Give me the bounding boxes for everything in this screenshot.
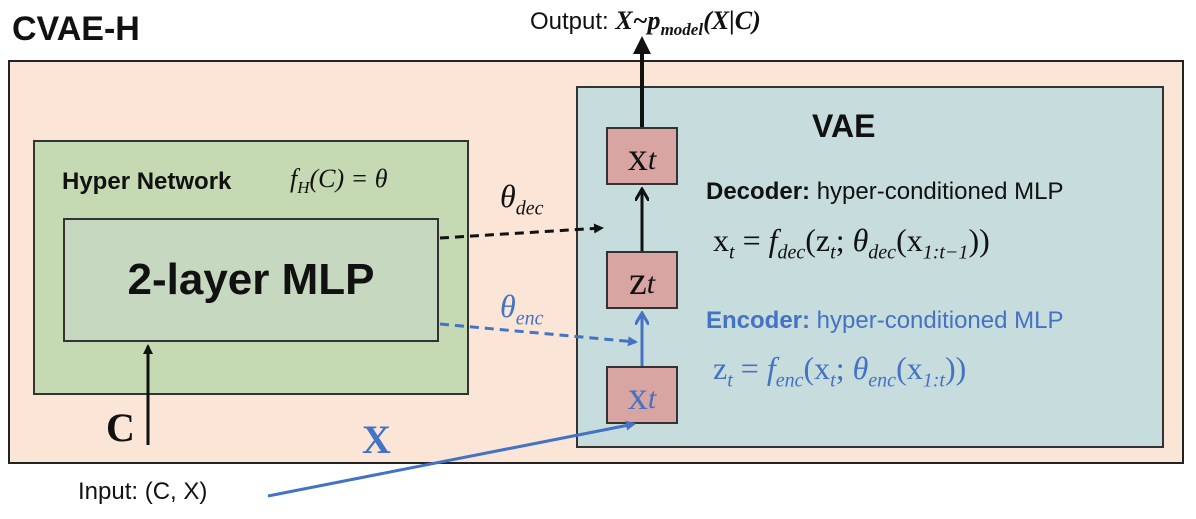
decoder-label: Decoder: hyper-conditioned MLP — [706, 178, 1064, 205]
output-formula: X~pmodel(X|C) — [615, 6, 761, 40]
vae-title: VAE — [812, 108, 876, 144]
hyper-network-title: Hyper Network — [62, 168, 232, 195]
condition-c-label: C — [106, 405, 135, 450]
theta-enc-label: θenc — [500, 288, 544, 330]
encoder-label: Encoder: hyper-conditioned MLP — [706, 307, 1064, 334]
input-x-label: X — [362, 417, 391, 462]
theta-enc-arrow — [439, 322, 638, 347]
output-label: Output: X~pmodel(X|C) — [530, 6, 761, 40]
hyper-network-formula: fH(C) = θ — [290, 164, 388, 198]
output-prefix: Output: — [530, 8, 616, 35]
theta-dec-arrow — [439, 223, 604, 240]
theta-dec-label: θdec — [500, 178, 544, 220]
encoder-formula: zt = fenc(xt; θenc(x1:t)) — [713, 350, 967, 392]
diagram-title: CVAE-H — [12, 10, 140, 48]
input-x-arrow — [267, 420, 636, 498]
decoder-formula: xt = fdec(zt; θdec(x1:t−1)) — [713, 222, 990, 264]
mlp-box: 2-layer MLP — [63, 218, 439, 342]
input-label: Input: (C, X) — [78, 478, 208, 505]
